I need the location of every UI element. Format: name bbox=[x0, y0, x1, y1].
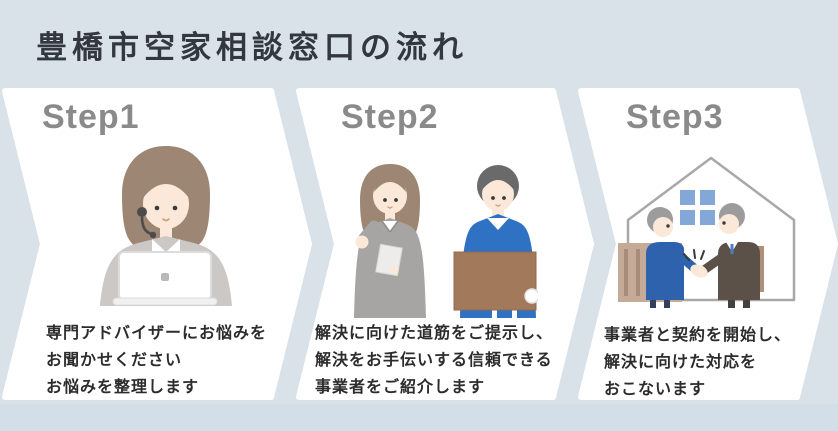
laptop bbox=[112, 251, 218, 306]
sparkle-marks bbox=[683, 249, 705, 261]
brown-box bbox=[453, 251, 537, 311]
owner-man-blue-suit bbox=[646, 207, 699, 308]
staff-pair-illustration bbox=[354, 164, 538, 318]
description-line: 専門アドバイザーにお悩みを bbox=[46, 325, 268, 342]
chevron-shape-2 bbox=[296, 88, 594, 400]
step-label-3: Step3 bbox=[626, 98, 724, 136]
description-line: 解決に向けた対応を bbox=[604, 354, 758, 371]
description-line: お聞かせください bbox=[46, 352, 183, 369]
description-line: お悩みを整理します bbox=[46, 379, 200, 396]
handshake-illustration bbox=[618, 156, 796, 308]
advisor-illustration bbox=[100, 146, 232, 306]
description-line: 解決に向けた道筋をご提示し、 bbox=[315, 325, 554, 342]
step-panel-2: Step2 bbox=[296, 88, 594, 400]
description-line: おこないます bbox=[604, 381, 707, 398]
advisor-woman-gray-suit bbox=[354, 164, 426, 318]
contractor-man-blue-shirt bbox=[453, 165, 538, 318]
step-label-2: Step2 bbox=[341, 98, 439, 136]
description-line: 事業者をご紹介します bbox=[315, 379, 486, 396]
description-line: 事業者と契約を開始し、 bbox=[604, 327, 792, 344]
handshake-hands bbox=[690, 264, 708, 278]
step-description-3: 事業者と契約を開始し、 解決に向けた対応を おこないます bbox=[604, 322, 791, 403]
bottom-strip bbox=[0, 404, 838, 431]
headset bbox=[137, 207, 157, 239]
description-line: 解決をお手伝いする信頼できる bbox=[315, 352, 553, 369]
page-title: 豊橋市空家相談窓口の流れ bbox=[36, 30, 468, 65]
step-label-1: Step1 bbox=[42, 98, 140, 136]
step-description-2: 解決に向けた道筋をご提示し、 解決をお手伝いする信頼できる 事業者をご紹介します bbox=[315, 320, 553, 401]
contractor-man-dark-suit bbox=[699, 203, 760, 308]
step-panel-3: Step3 bbox=[578, 88, 838, 400]
step-panel-1: Step1 bbox=[2, 88, 312, 400]
window bbox=[680, 190, 715, 225]
step-description-1: 専門アドバイザーにお悩みを お聞かせください お悩みを整理します bbox=[46, 320, 267, 401]
